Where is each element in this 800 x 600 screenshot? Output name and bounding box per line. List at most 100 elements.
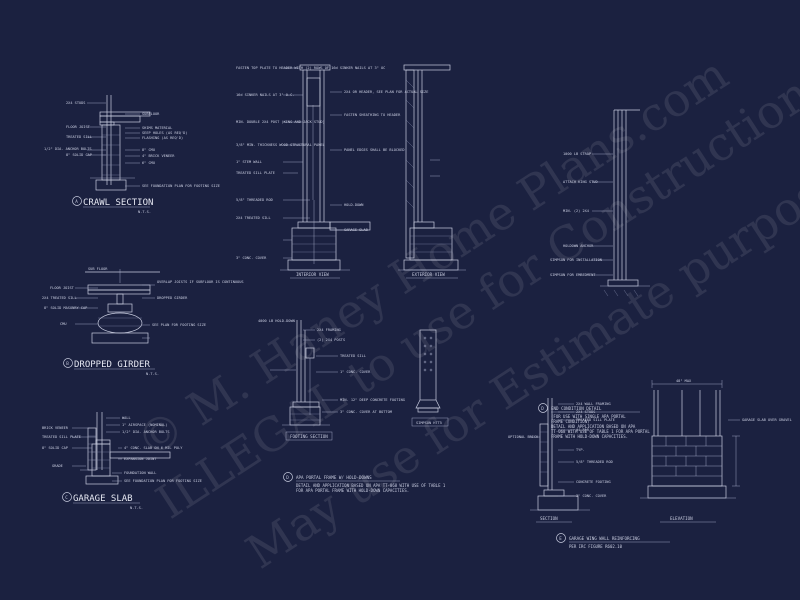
portal-note-11: 5/8" THREADED ROD bbox=[236, 198, 273, 202]
garage-note-2: 1" AIRSPACE (NOMINAL) bbox=[122, 423, 167, 427]
wing-dim: 48" MAX bbox=[676, 379, 692, 383]
portal-note-1: 2X4 OR HEADER, SEE PLAN FOR ACTUAL SIZE bbox=[344, 90, 428, 94]
wing-note-9: TYP. bbox=[576, 448, 585, 452]
girder-note-5: 8" SOLID MASONRY CAP bbox=[44, 306, 87, 310]
apa-note-1: 2X4 FRAMING bbox=[317, 328, 341, 332]
girder-scale: N.T.S. bbox=[146, 372, 159, 376]
crawl-note-11: 6" CMU bbox=[142, 161, 155, 165]
girder-note-6: SEE PLAN FOR FOOTING SIZE bbox=[152, 323, 206, 327]
end-note-2: MIN. (2) 2X4 bbox=[563, 209, 589, 213]
apa-subtitle-1: FOR APA PORTAL FRAME WITH HOLD-DOWN CAPA… bbox=[296, 488, 409, 493]
girder-note-3: DROPPED GIRDER bbox=[157, 296, 188, 300]
crawl-note-2: FLOOR JOIST bbox=[66, 125, 91, 129]
wing-elevation-label: ELEVATION bbox=[670, 516, 693, 521]
end-note-4: HOLDOWN ANCHOR bbox=[563, 244, 594, 248]
girder-note-1: OVERLAP JOISTS IF SUBFLOOR IS CONTINUOUS bbox=[157, 280, 244, 284]
wing-note-7: 3" CONC. COVER bbox=[576, 494, 607, 498]
crawl-section-detail: 2X4 STUDS SUBFLOOR FLOOR JOIST SHIMS MAT… bbox=[44, 95, 220, 214]
crawl-note-7: 1/2" DIA. ANCHOR BOLTS bbox=[44, 147, 92, 151]
portal-note-0: FASTEN TOP PLATE TO HEADER WITH (2) ROWS… bbox=[236, 66, 385, 70]
portal-note-5: PANEL EDGES SHALL BE BLOCKED bbox=[344, 148, 405, 152]
portal-note-8: HOLD-DOWN bbox=[344, 203, 363, 207]
portal-note-13: GARAGE SLAB bbox=[344, 228, 368, 232]
garage-wing-wall-detail: 2X4 WALL FRAMING TREATED SILL PLATE OPTI… bbox=[508, 379, 792, 549]
interior-view-label: INTERIOR VIEW bbox=[296, 272, 329, 277]
garage-note-6: 4" CONC. SLAB ON 6 MIL POLY bbox=[124, 446, 183, 450]
wing-note-3: 2X4 STUDS bbox=[576, 410, 595, 414]
garage-note-5: 8" SOLID CAP bbox=[42, 446, 68, 450]
portal-note-3: 16d SINKER NAILS AT 3" O.C. bbox=[236, 93, 294, 97]
wing-section-label: SECTION bbox=[540, 516, 558, 521]
end-marker: D bbox=[541, 406, 544, 411]
end-title: END CONDITION DETAIL bbox=[551, 406, 602, 411]
wing-note-6: CONCRETE FOOTING bbox=[576, 480, 611, 484]
crawl-note-3: SHIMS MATERIAL bbox=[142, 126, 172, 130]
watermark-line-2: ILLEGAL to use for Construction bbox=[147, 66, 800, 529]
portal-note-4: MIN. DOUBLE 2X4 POST (KING AND JACK STUD… bbox=[236, 120, 325, 124]
portal-note-7: TREATED SILL PLATE bbox=[236, 171, 275, 175]
wing-title: GARAGE WING WALL REINFORCING bbox=[569, 536, 640, 541]
crawl-marker: A bbox=[75, 199, 78, 204]
girder-marker: B bbox=[66, 361, 69, 366]
wing-note-4: 5/8" THREADED ROD bbox=[576, 460, 613, 464]
end-subtitle-2: DETAIL AND APPLICATION BASED ON APA bbox=[551, 424, 636, 429]
wing-marker: E bbox=[559, 536, 562, 541]
girder-title: DROPPED GIRDER bbox=[74, 360, 150, 370]
portal-frame-views: FASTEN TOP PLATE TO HEADER WITH (2) ROWS… bbox=[236, 64, 466, 279]
end-subtitle-0: (FOR USE WITH SINGLE APA PORTAL bbox=[551, 414, 626, 419]
wing-note-8: GARAGE SLAB OVER GRAVEL bbox=[742, 418, 792, 422]
garage-note-8: GRADE bbox=[52, 464, 63, 468]
garage-note-1: BRICK VENEER bbox=[42, 426, 69, 430]
exterior-view-label: EXTERIOR VIEW bbox=[412, 272, 445, 277]
apa-note-2: (2) 2X4 POSTS bbox=[317, 338, 345, 342]
dropped-girder-detail: SUB FLOOR OVERLAP JOISTS IF SUBFLOOR IS … bbox=[42, 267, 244, 376]
apa-title: APA PORTAL FRAME W/ HOLD-DOWNS bbox=[296, 475, 372, 480]
wing-note-0: 2X4 WALL FRAMING bbox=[576, 402, 611, 406]
garage-note-0: WALL bbox=[122, 416, 131, 420]
apa-note-3: TREATED SILL bbox=[340, 354, 366, 358]
crawl-note-1: SUBFLOOR bbox=[142, 112, 160, 116]
watermark: © M. Haney Home Plans.com ILLEGAL to use… bbox=[127, 46, 800, 579]
garage-note-3: TREATED SILL PLATE bbox=[42, 435, 81, 439]
apa-note-0: 4000 LB HOLD-DOWN bbox=[258, 319, 295, 323]
portal-note-6: 3/8" MIN. THICKNESS WOOD STRUCTURAL PANE… bbox=[236, 143, 325, 147]
end-note-1: ATTACH KING STUD bbox=[563, 180, 598, 184]
wing-note-2: OPTIONAL BRICK bbox=[508, 435, 539, 439]
crawl-note-0: 2X4 STUDS bbox=[66, 101, 85, 105]
apa-portal-frame-detail: 4000 LB HOLD-DOWN 2X4 FRAMING (2) 2X4 PO… bbox=[258, 319, 449, 493]
crawl-note-6: FLASHING (AS REQ'D) bbox=[142, 136, 183, 140]
girder-note-7: CMU bbox=[60, 322, 67, 326]
garage-marker: C bbox=[65, 495, 68, 500]
girder-note-2: FLOOR JOIST bbox=[50, 286, 75, 290]
portal-note-9: 1" STEM WALL bbox=[236, 160, 262, 164]
wing-note-5: #4 BAR bbox=[576, 428, 590, 432]
simpson-htt5-drawing: SIMPSON HTT5 bbox=[411, 329, 449, 427]
garage-note-7: EXPANSION JOINT bbox=[124, 457, 157, 461]
end-note-5: SIMPSON FOR EMBEDMENT bbox=[550, 273, 596, 277]
portal-note-10: 3" CONC. COVER bbox=[236, 256, 267, 260]
end-subtitle-3: TT-068 WITH USE OF TABLE 1 FOR APA PORTA… bbox=[551, 429, 650, 434]
portal-note-2: FASTEN SHEATHING TO HEADER bbox=[344, 113, 401, 117]
end-subtitle-1: FRAME CONDITION) bbox=[551, 419, 590, 424]
garage-note-4: 1/2" DIA. ANCHOR BOLTS bbox=[122, 430, 170, 434]
end-subtitle-4: FRAME WITH HOLD-DOWN CAPACITIES. bbox=[551, 434, 628, 439]
crawl-note-12: SEE FOUNDATION PLAN FOR FOOTING SIZE bbox=[142, 184, 220, 188]
end-condition-detail: 1000 LB STRAP ATTACH KING STUD MIN. (2) … bbox=[538, 109, 650, 439]
apa-note-6: MIN. 12" DEEP CONCRETE FOOTING bbox=[340, 398, 405, 402]
end-note-0: 1000 LB STRAP bbox=[563, 152, 591, 156]
wing-note-1: TREATED SILL PLATE bbox=[576, 418, 615, 422]
crawl-note-8: 8" SOLID CAP bbox=[66, 153, 92, 157]
apa-subtitle-0: DETAIL AND APPLICATION BASED ON APA TT-0… bbox=[296, 483, 446, 488]
crawl-title: CRAWL SECTION bbox=[83, 198, 153, 208]
garage-scale: N.T.S. bbox=[130, 506, 143, 510]
crawl-note-5: SEEP HOLES (AS REQ'D) bbox=[142, 131, 187, 135]
watermark-line-1: © M. Haney Home Plans.com bbox=[127, 46, 738, 469]
simpson-label: SIMPSON HTT5 bbox=[416, 421, 442, 425]
crawl-scale: N.T.S. bbox=[138, 210, 151, 214]
apa-note-5: 3" CONC. COVER AT BOTTOM bbox=[340, 410, 393, 414]
garage-note-9: FOUNDATION WALL bbox=[124, 471, 156, 475]
crawl-note-10: 4" BRICK VENEER bbox=[142, 154, 175, 158]
garage-slab-detail: WALL BRICK VENEER 1" AIRSPACE (NOMINAL) … bbox=[42, 412, 202, 510]
garage-note-10: SEE FOUNDATION PLAN FOR FOOTING SIZE bbox=[124, 479, 202, 483]
